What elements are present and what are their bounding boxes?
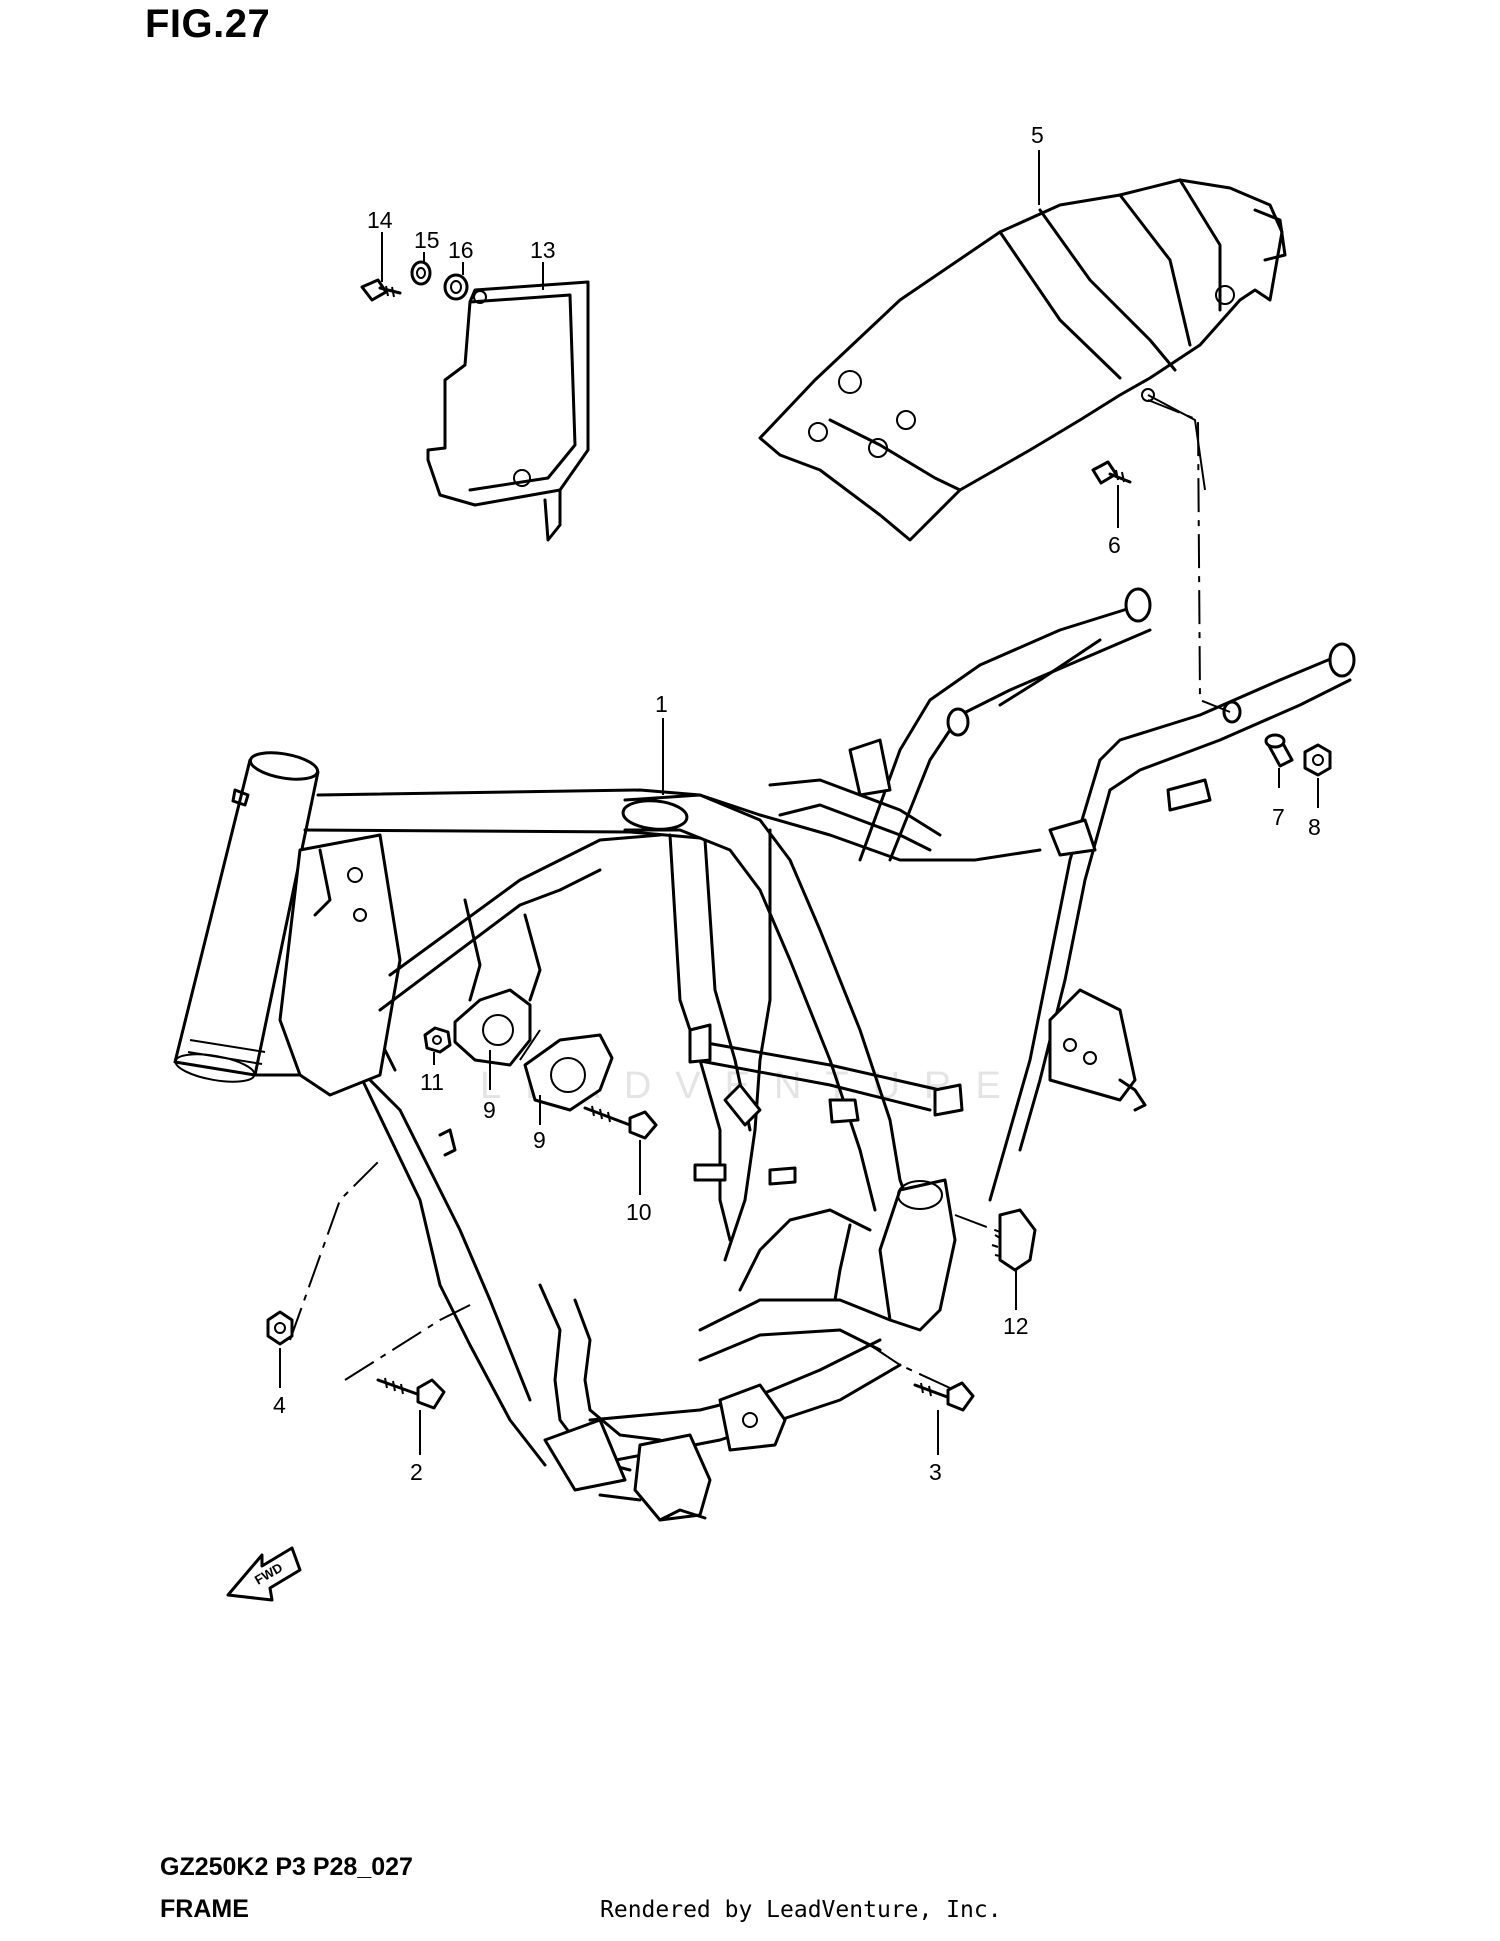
callout-9b: 9 <box>533 1127 546 1153</box>
callout-8: 8 <box>1308 814 1321 840</box>
part-1-frame[interactable] <box>173 587 1356 1522</box>
leader-lines <box>279 150 1319 1455</box>
part-13-bracket[interactable] <box>426 280 590 542</box>
callout-7: 7 <box>1272 804 1285 830</box>
callout-15: 15 <box>414 227 440 253</box>
callout-1: 1 <box>655 691 668 717</box>
dash-lines <box>289 399 1231 1389</box>
callout-labels: 5 6 1 14 15 16 13 7 8 11 9 9 10 12 4 2 3 <box>273 122 1321 1485</box>
part-6-bolt[interactable] <box>1091 460 1132 485</box>
callout-10: 10 <box>626 1199 652 1225</box>
part-4-nut[interactable] <box>266 1310 294 1346</box>
part-5-rear-fender[interactable] <box>758 178 1287 542</box>
part-8-nut[interactable] <box>1303 743 1332 777</box>
callout-2: 2 <box>410 1459 423 1485</box>
callout-4: 4 <box>273 1392 286 1418</box>
part-14-bolt[interactable] <box>360 278 402 302</box>
callout-3: 3 <box>929 1459 942 1485</box>
part-15-washer[interactable] <box>410 260 432 286</box>
section-name: FRAME <box>160 1895 249 1923</box>
callout-11: 11 <box>420 1069 444 1095</box>
part-16-collar[interactable] <box>443 273 469 301</box>
callout-9a: 9 <box>483 1097 496 1123</box>
part-3-bolt[interactable] <box>913 1381 975 1412</box>
part-12-cap[interactable] <box>991 1208 1037 1272</box>
part-11-nut[interactable] <box>423 1026 452 1054</box>
part-7-spacer[interactable] <box>1264 733 1294 768</box>
callout-16: 16 <box>448 237 474 263</box>
callout-12: 12 <box>1003 1313 1029 1339</box>
fwd-arrow-icon: FWD <box>226 1546 302 1602</box>
part-10-bolt[interactable] <box>583 1105 658 1140</box>
callout-5: 5 <box>1031 122 1044 148</box>
callout-14: 14 <box>367 207 393 233</box>
figure-title: FIG.27 <box>145 2 271 46</box>
model-code: GZ250K2 P3 P28_027 <box>160 1853 413 1881</box>
callout-13: 13 <box>530 237 556 263</box>
callout-6: 6 <box>1108 532 1121 558</box>
render-credit: Rendered by LeadVenture, Inc. <box>600 1897 1002 1923</box>
part-2-bolt[interactable] <box>376 1377 446 1410</box>
